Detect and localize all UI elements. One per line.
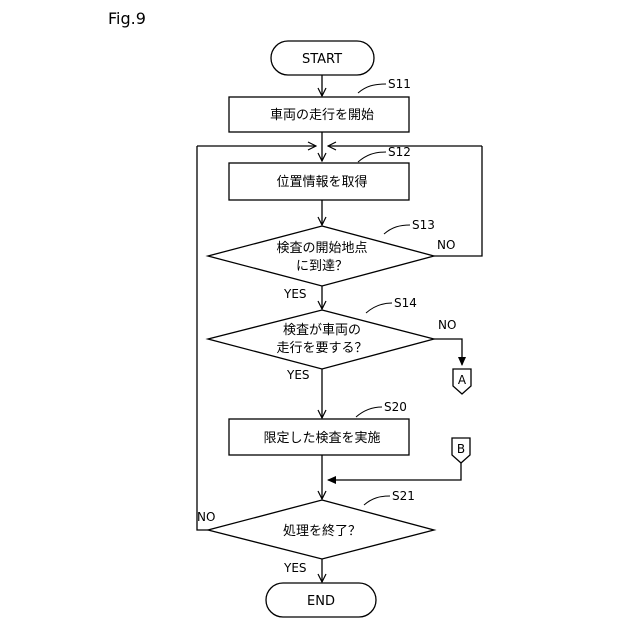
- decision-s13: [208, 226, 434, 286]
- step-leader-s11: [358, 84, 386, 93]
- arrow-s14-no: [434, 339, 462, 365]
- arrowhead-b-merge: [327, 476, 336, 484]
- step-label-s21: S21: [392, 489, 415, 503]
- arrow-b-merge: [328, 463, 461, 480]
- step-label-s11: S11: [388, 77, 411, 91]
- s21-no-label: NO: [197, 510, 215, 524]
- step-leader-s14: [366, 303, 392, 313]
- step-label-s13: S13: [412, 218, 435, 232]
- figure-label: Fig.9: [108, 9, 146, 28]
- s21-yes-label: YES: [283, 561, 307, 575]
- step-label-s12: S12: [388, 145, 411, 159]
- decision-s14-line2: 走行を要する？: [276, 341, 367, 356]
- s14-yes-label: YES: [286, 368, 310, 382]
- decision-s21-text: 処理を終了？: [283, 523, 361, 539]
- decision-s13-line1: 検査の開始地点: [276, 241, 367, 256]
- s14-no-label: NO: [438, 318, 456, 332]
- loop-s21-no: [197, 146, 208, 530]
- connector-a-label: A: [458, 373, 467, 387]
- process-s20-text: 限定した検査を実施: [263, 430, 380, 446]
- end-label: END: [307, 594, 335, 609]
- start-label: START: [302, 52, 342, 67]
- arrowhead-s14-no: [458, 357, 466, 366]
- decision-s14: [208, 310, 434, 369]
- decision-s13-line2: に到達？: [296, 259, 348, 274]
- process-s12-text: 位置情報を取得: [276, 174, 367, 190]
- step-label-s20: S20: [384, 400, 407, 414]
- connector-b-label: B: [457, 442, 465, 456]
- process-s11-text: 車両の走行を開始: [270, 108, 374, 123]
- step-leader-s20: [356, 407, 382, 417]
- s13-no-label: NO: [437, 238, 455, 252]
- step-leader-s12: [358, 152, 386, 162]
- decision-s14-line1: 検査が車両の: [283, 323, 361, 338]
- step-leader-s21: [364, 496, 390, 505]
- s13-yes-label: YES: [283, 287, 307, 301]
- step-leader-s13: [384, 225, 410, 234]
- step-label-s14: S14: [394, 296, 417, 310]
